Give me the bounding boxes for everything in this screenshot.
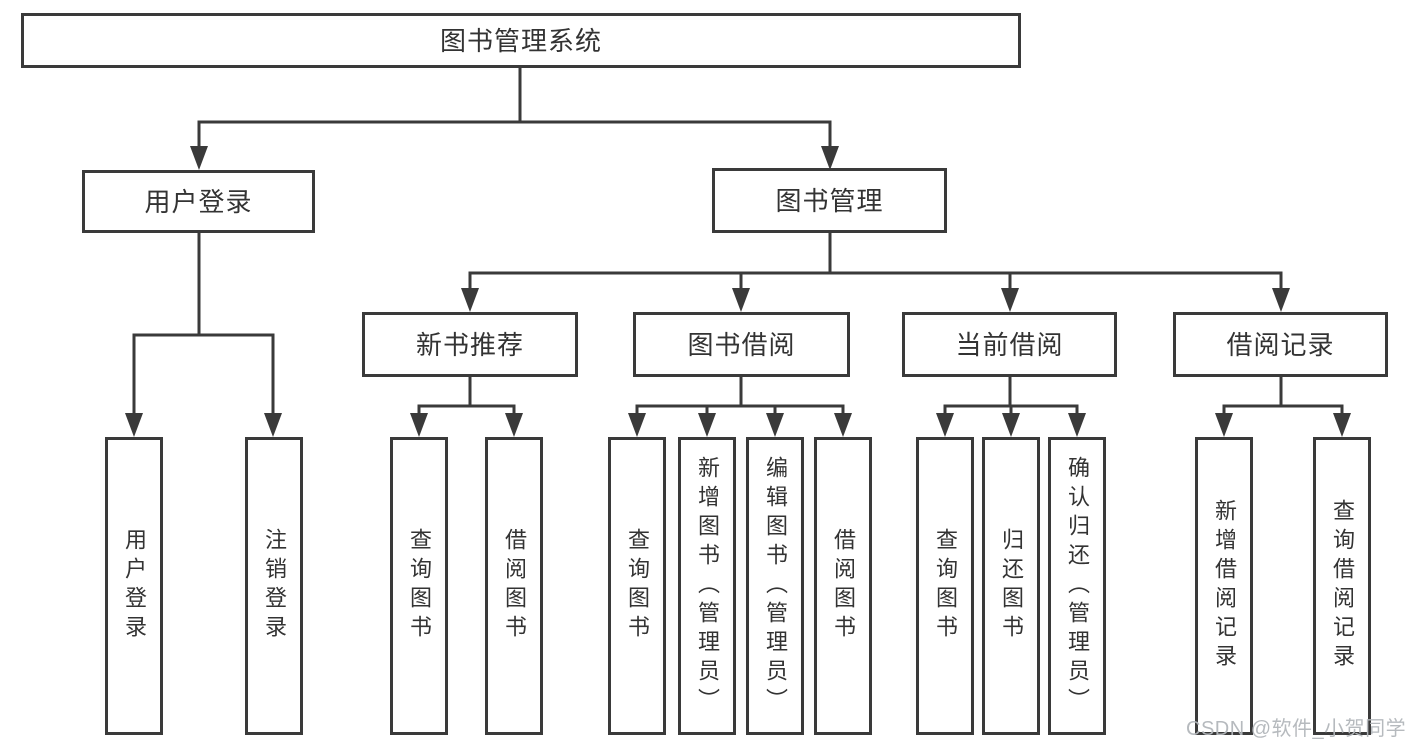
- leaf-borrow-books-2-box: 借阅图书: [814, 437, 872, 735]
- node-book-borrow-box: 图书借阅: [633, 312, 850, 377]
- node-book-management-box: 图书管理: [712, 168, 947, 233]
- node-borrow-records-label: 借阅记录: [1226, 329, 1335, 360]
- leaf-logout-label: 注销登录: [262, 528, 287, 644]
- leaf-confirm-return-admin-box: 确认归还（管理员）: [1048, 437, 1106, 735]
- leaf-query-books-3-label: 查询图书: [933, 528, 958, 644]
- watermark-text: CSDN @软件_小贺同学: [1186, 718, 1405, 740]
- node-current-borrow-label: 当前借阅: [955, 329, 1064, 360]
- leaf-confirm-return-admin-label: 确认归还（管理员）: [1065, 455, 1090, 717]
- leaf-query-books-1-box: 查询图书: [390, 437, 448, 735]
- leaf-add-borrow-record-label: 新增借阅记录: [1212, 499, 1237, 673]
- leaf-query-books-2-box: 查询图书: [608, 437, 666, 735]
- leaf-borrow-books-1-label: 借阅图书: [502, 528, 527, 644]
- leaf-edit-books-admin-box: 编辑图书（管理员）: [746, 437, 804, 735]
- leaf-add-books-admin-box: 新增图书（管理员）: [678, 437, 736, 735]
- leaf-return-books-box: 归还图书: [982, 437, 1040, 735]
- node-book-management-label: 图书管理: [775, 185, 884, 216]
- node-new-book-recommend-box: 新书推荐: [362, 312, 578, 377]
- leaf-query-books-1-label: 查询图书: [407, 528, 432, 644]
- leaf-user-login-label: 用户登录: [122, 528, 147, 644]
- node-current-borrow-box: 当前借阅: [902, 312, 1117, 377]
- node-new-book-recommend-label: 新书推荐: [415, 329, 524, 360]
- leaf-query-books-2-label: 查询图书: [625, 528, 650, 644]
- leaf-query-borrow-record-label: 查询借阅记录: [1330, 499, 1355, 673]
- leaf-logout-box: 注销登录: [245, 437, 303, 735]
- leaf-return-books-label: 归还图书: [999, 528, 1024, 644]
- leaf-borrow-books-2-label: 借阅图书: [831, 528, 856, 644]
- leaf-edit-books-admin-label: 编辑图书（管理员）: [763, 455, 788, 717]
- leaf-query-books-3-box: 查询图书: [916, 437, 974, 735]
- leaf-user-login-box: 用户登录: [105, 437, 163, 735]
- node-borrow-records-box: 借阅记录: [1173, 312, 1388, 377]
- node-book-borrow-label: 图书借阅: [687, 329, 796, 360]
- node-user-login-label: 用户登录: [144, 186, 253, 217]
- leaf-add-borrow-record-box: 新增借阅记录: [1195, 437, 1253, 735]
- leaf-borrow-books-1-box: 借阅图书: [485, 437, 543, 735]
- node-root-label: 图书管理系统: [439, 25, 602, 56]
- node-user-login-box: 用户登录: [82, 170, 315, 233]
- node-root-box: 图书管理系统: [21, 13, 1021, 68]
- leaf-add-books-admin-label: 新增图书（管理员）: [695, 455, 720, 717]
- leaf-query-borrow-record-box: 查询借阅记录: [1313, 437, 1371, 735]
